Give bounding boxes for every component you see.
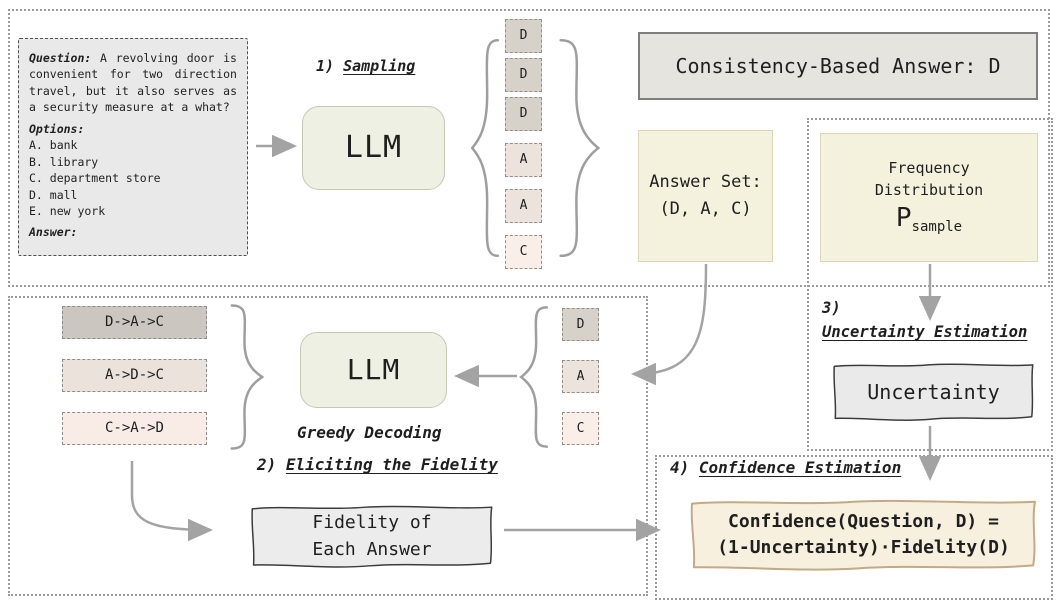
answer-set-line1: Answer Set:	[649, 171, 762, 192]
option-e: E. new york	[29, 203, 106, 218]
target-answer-d: D	[562, 308, 599, 341]
confidence-formula-box: Confidence(Question, D) = (1-Uncertainty…	[683, 497, 1044, 573]
sequence-box-2: A->D->C	[62, 359, 207, 392]
step4-number: 4)	[670, 458, 690, 477]
greedy-decoding-label: Greedy Decoding	[297, 423, 442, 442]
answer-set-box: Answer Set: (D, A, C)	[638, 130, 773, 262]
sample-answer-2: D	[505, 58, 542, 92]
llm-label: LLM	[344, 129, 403, 165]
fidelity-region	[8, 296, 648, 596]
sample-letter: D	[519, 67, 528, 83]
frequency-line2: Distribution	[874, 180, 984, 199]
sampling-region	[8, 9, 1050, 287]
p-sample-symbol: Psample	[896, 205, 962, 237]
option-a: A. bank	[29, 138, 78, 153]
confidence-formula-text: Confidence(Question, D) = (1-Uncertainty…	[717, 509, 1010, 561]
p-symbol: P	[895, 203, 912, 234]
sample-answer-4: A	[505, 143, 542, 177]
step3-label: 3) Uncertainty Estimation	[822, 296, 1027, 344]
target-letter: C	[576, 420, 585, 436]
option-d: D. mall	[29, 187, 78, 202]
option-c: C. department store	[29, 171, 161, 186]
llm-label: LLM	[346, 353, 401, 387]
step4-label: 4) Confidence Estimation	[670, 458, 901, 477]
fidelity-line2: Each Answer	[312, 538, 432, 560]
sequence-text: A->D->C	[104, 367, 164, 384]
confidence-line1: Confidence(Question, D) =	[728, 510, 999, 532]
fidelity-box-border	[246, 503, 498, 570]
confidence-line2: (1-Uncertainty)·Fidelity(D)	[717, 537, 1010, 558]
brace-right-sequences	[228, 304, 266, 450]
sample-answer-1: D	[505, 19, 542, 53]
target-letter: A	[576, 368, 585, 384]
sample-letter: D	[519, 28, 528, 44]
step3-number: 3)	[822, 299, 841, 317]
sample-letter: C	[519, 244, 528, 260]
sample-letter: D	[519, 106, 528, 122]
llm-greedy-box: LLM	[300, 332, 447, 408]
sample-answer-3: D	[505, 97, 542, 131]
consistency-answer-text: Consistency-Based Answer: D	[675, 53, 1001, 78]
frequency-line1: Frequency	[888, 158, 970, 177]
question-label: Question:	[29, 51, 92, 65]
fidelity-line1: Fidelity of	[312, 512, 432, 534]
p-subscript: sample	[911, 219, 963, 236]
sequence-text: C->A->D	[104, 420, 164, 437]
step1-title: Sampling	[343, 57, 416, 75]
step1-label: 1) Sampling	[316, 57, 415, 75]
step4-title: Confidence Estimation	[698, 458, 902, 477]
brace-left-samples	[469, 38, 501, 258]
question-box: Question: A revolving door is convenient…	[18, 38, 248, 256]
sample-answer-5: A	[505, 189, 542, 223]
option-b: B. library	[29, 154, 99, 169]
target-letter: D	[576, 316, 585, 332]
brace-right-samples	[556, 38, 603, 258]
question-text: A revolving door is convenient for two d…	[29, 51, 237, 115]
uncertainty-text: Uncertainty	[867, 379, 1000, 404]
frequency-distribution-box: Frequency Distribution Psample	[820, 133, 1038, 262]
step1-number: 1)	[316, 57, 335, 75]
sample-letter: A	[519, 152, 528, 168]
fidelity-text: Fidelity of Each Answer	[312, 510, 431, 562]
sequence-text: D->A->C	[104, 314, 164, 331]
brace-left-targets	[518, 306, 550, 448]
step2-label: 2) Eliciting the Fidelity	[257, 455, 498, 474]
options-label: Options:	[29, 121, 85, 136]
greedy-decoding-text: Greedy Decoding	[297, 423, 442, 442]
sample-answer-6: C	[505, 235, 542, 269]
step2-title: Eliciting the Fidelity	[285, 455, 498, 474]
target-answer-a: A	[562, 360, 599, 393]
step2-number: 2)	[257, 455, 277, 474]
sample-letter: A	[519, 198, 528, 214]
uncertainty-box-border	[829, 361, 1038, 423]
uncertainty-box: Uncertainty	[829, 361, 1038, 423]
sequence-box-1: D->A->C	[62, 306, 207, 339]
fidelity-box: Fidelity of Each Answer	[246, 503, 498, 570]
consistency-answer-box: Consistency-Based Answer: D	[638, 32, 1038, 100]
answer-label: Answer:	[29, 225, 78, 240]
answer-set-line2: (D, A, C)	[659, 199, 752, 219]
target-answer-c: C	[562, 412, 599, 445]
sequence-box-3: C->A->D	[62, 412, 207, 445]
llm-sampling-box: LLM	[302, 106, 445, 190]
step3-title: Uncertainty Estimation	[822, 323, 1028, 342]
confidence-box-border	[683, 497, 1044, 573]
